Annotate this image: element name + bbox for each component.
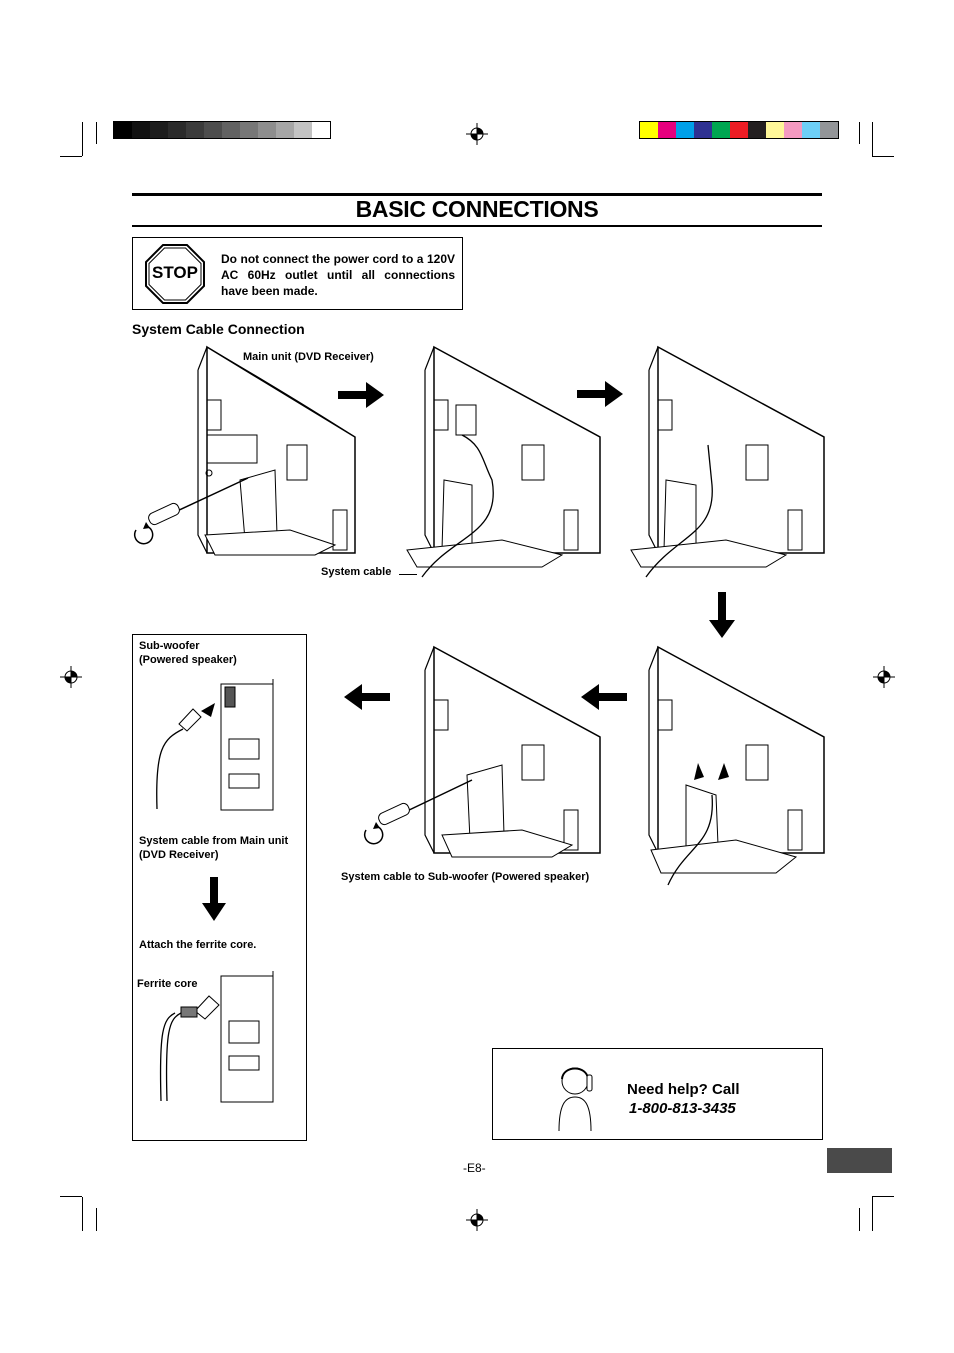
leader-line: [399, 574, 417, 575]
calibration-swatch: [730, 122, 748, 138]
crop-mark: [60, 156, 82, 157]
title-rule-bottom: [132, 225, 822, 227]
calibration-swatch: [766, 122, 784, 138]
main-unit-label: Main unit (DVD Receiver): [243, 351, 374, 363]
arrow-right-icon: [577, 381, 623, 407]
stop-sign-label: STOP: [152, 263, 198, 282]
crop-mark: [82, 1197, 83, 1231]
section-heading: System Cable Connection: [132, 321, 305, 337]
section-tab: [827, 1148, 892, 1173]
help-phone-number: 1-800-813-3435: [629, 1100, 736, 1117]
crop-mark: [859, 122, 860, 144]
arrow-down-icon: [202, 877, 226, 921]
crop-mark: [96, 1208, 97, 1231]
subwoofer-rear-panel-illustration: [156, 679, 274, 811]
ferrite-core-illustration: [159, 971, 274, 1103]
stop-message: Do not connect the power cord to a 120V …: [221, 252, 455, 298]
arrow-right-icon: [338, 382, 384, 408]
title-rule-top: [132, 193, 822, 196]
calibration-swatch: [276, 122, 294, 138]
screwdriver-icon: [133, 477, 249, 545]
crop-mark: [96, 122, 97, 144]
calibration-swatch: [204, 122, 222, 138]
grayscale-calibration-bar: [113, 121, 331, 139]
arrow-left-icon: [344, 684, 390, 710]
calibration-swatch: [114, 122, 132, 138]
crop-mark: [872, 156, 894, 157]
calibration-swatch: [312, 122, 330, 138]
crop-mark: [82, 122, 83, 156]
calibration-swatch: [748, 122, 766, 138]
calibration-swatch: [802, 122, 820, 138]
color-calibration-bar: [639, 121, 839, 139]
calibration-swatch: [222, 122, 240, 138]
unit-illustration-step2: [406, 345, 601, 578]
calibration-swatch: [676, 122, 694, 138]
subwoofer-cable-line2: (DVD Receiver): [139, 849, 219, 861]
unit-illustration-step1: [197, 345, 356, 556]
registration-target-icon: [60, 666, 82, 688]
page-number: -E8-: [463, 1161, 486, 1175]
calibration-swatch: [150, 122, 168, 138]
support-agent-icon: [558, 1067, 593, 1132]
calibration-swatch: [640, 122, 658, 138]
registration-target-icon: [873, 666, 895, 688]
registration-target-icon: [466, 123, 488, 145]
subwoofer-title-line1: Sub-woofer: [139, 640, 200, 652]
calibration-swatch: [712, 122, 730, 138]
calibration-swatch: [240, 122, 258, 138]
crop-mark: [872, 122, 873, 156]
unit-illustration-step5: [424, 645, 601, 858]
attach-ferrite-text: Attach the ferrite core.: [139, 939, 257, 951]
registration-target-icon: [466, 1209, 488, 1231]
crop-mark: [60, 1196, 82, 1197]
help-box: Need help? Call 1-800-813-3435: [492, 1048, 823, 1140]
stop-sign-icon: [145, 244, 205, 304]
subwoofer-title-line2: (Powered speaker): [139, 654, 237, 666]
calibration-swatch: [168, 122, 186, 138]
help-call-text: Need help? Call: [627, 1081, 740, 1098]
crop-mark: [859, 1208, 860, 1231]
calibration-swatch: [132, 122, 150, 138]
system-cable-to-sub-label: System cable to Sub-woofer (Powered spea…: [341, 871, 590, 883]
crop-mark: [872, 1196, 894, 1197]
calibration-swatch: [658, 122, 676, 138]
unit-illustration-step4: [648, 645, 825, 886]
calibration-swatch: [694, 122, 712, 138]
ferrite-core-label: Ferrite core: [137, 978, 198, 990]
page-title: BASIC CONNECTIONS: [355, 196, 599, 222]
calibration-swatch: [186, 122, 204, 138]
system-cable-label: System cable: [321, 566, 392, 578]
subwoofer-panel: Sub-woofer (Powered speaker) System cabl…: [132, 634, 307, 1141]
arrow-down-icon: [709, 592, 735, 638]
calibration-swatch: [820, 122, 838, 138]
crop-mark: [872, 1197, 873, 1231]
calibration-swatch: [784, 122, 802, 138]
calibration-swatch: [294, 122, 312, 138]
screwdriver-icon: [363, 779, 473, 845]
subwoofer-cable-line1: System cable from Main unit: [139, 835, 289, 847]
calibration-swatch: [258, 122, 276, 138]
stop-notice: STOP Do not connect the power cord to a …: [132, 237, 463, 310]
arrow-left-icon: [581, 684, 627, 710]
unit-illustration-step3: [630, 345, 825, 578]
